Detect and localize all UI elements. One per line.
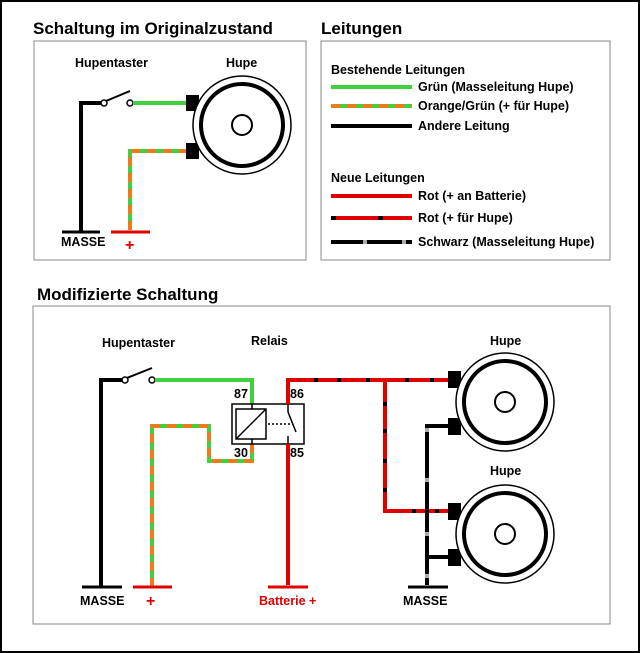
pin-30: 30 — [234, 446, 248, 460]
battery-label: Batterie + — [259, 594, 316, 608]
horn-ground-markers — [425, 428, 429, 578]
legend-label-orange-green: Orange/Grün (+ für Hupe) — [418, 99, 569, 113]
pin-85: 85 — [290, 446, 304, 460]
horn-feed-wire — [286, 378, 450, 404]
legend-label-black: Andere Leitung — [418, 119, 510, 133]
pin-86: 86 — [290, 387, 304, 401]
relay — [231, 403, 305, 445]
modified-box — [32, 305, 611, 625]
horn2-label: Hupe — [490, 464, 521, 478]
pin-87: 87 — [234, 387, 248, 401]
original-box — [33, 40, 307, 261]
modified-ground-right-label: MASSE — [403, 594, 447, 608]
legend-label-green: Grün (Masseleitung Hupe) — [418, 80, 574, 94]
horn-ground-wire — [425, 424, 450, 585]
horn-feed-branch — [383, 380, 450, 513]
original-ground-wire — [79, 101, 101, 232]
original-horn — [191, 74, 293, 176]
original-title: Schaltung im Originalzustand — [33, 19, 273, 38]
modified-green-wire — [155, 378, 254, 404]
modified-ground-left-label: MASSE — [80, 594, 124, 608]
horn1-label: Hupe — [490, 334, 521, 348]
legend-label-black-gray: Schwarz (Masseleitung Hupe) — [418, 235, 594, 249]
original-horn-label: Hupe — [226, 56, 257, 70]
legend-box — [320, 40, 611, 261]
legend-new-heading: Neue Leitungen — [331, 171, 425, 185]
original-switch-label: Hupentaster — [75, 56, 148, 70]
modified-switch-label: Hupentaster — [102, 336, 175, 350]
legend-label-red-black: Rot (+ für Hupe) — [418, 211, 513, 225]
legend-existing-heading: Bestehende Leitungen — [331, 63, 465, 77]
modified-title: Modifizierte Schaltung — [37, 285, 218, 304]
original-orange-green-wire — [128, 149, 188, 230]
horn-1 — [454, 351, 556, 453]
legend-label-red-battery: Rot (+ an Batterie) — [418, 189, 526, 203]
modified-ground-wire — [99, 378, 122, 587]
horn-feed-markers — [314, 378, 439, 513]
leitungen-title: Leitungen — [321, 19, 402, 38]
relay-label: Relais — [251, 334, 288, 348]
horn-2 — [454, 483, 556, 585]
original-horn-switch — [100, 90, 134, 107]
modified-horn-switch — [121, 367, 156, 384]
modified-plus-label: + — [146, 593, 155, 610]
original-ground-label: MASSE — [61, 235, 105, 249]
legend: Bestehende Leitungen Grün (Masseleitung … — [331, 63, 594, 249]
original-circuit: Hupentaster Hupe MASSE + — [61, 56, 293, 254]
modified-circuit: Hupentaster Relais Hupe Hupe 87 — [80, 334, 556, 610]
original-plus-label: + — [125, 237, 134, 254]
